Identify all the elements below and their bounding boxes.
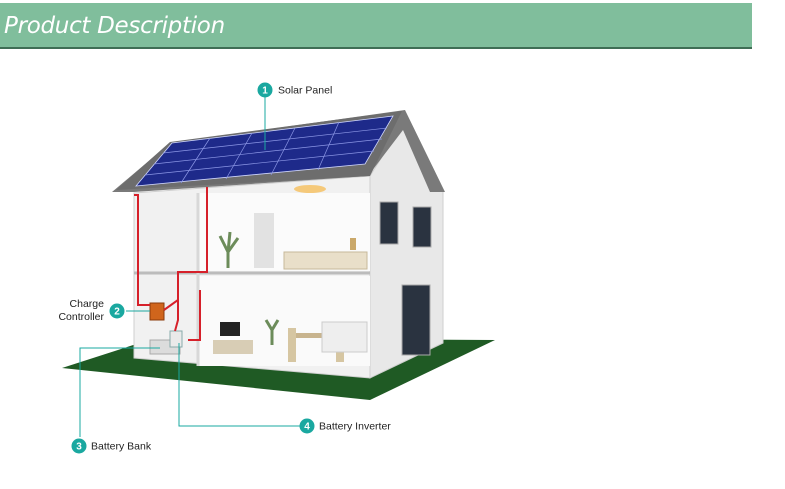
lamp: [350, 238, 356, 250]
callout-3-label: Battery Bank: [91, 441, 152, 453]
callout-lines: [79, 97, 300, 437]
window-lower: [401, 284, 431, 356]
kitchen-counter: [321, 321, 368, 353]
television: [220, 322, 240, 336]
plant-lower: [264, 319, 280, 345]
ceiling-light: [294, 185, 326, 193]
callout-1-label: Solar Panel: [278, 85, 332, 97]
callout-1-number: 1: [262, 86, 268, 97]
dining-chair: [288, 328, 296, 362]
battery-inverter-box: [169, 330, 183, 348]
callout-2-label-line2: Controller: [58, 311, 104, 323]
callout-2-number: 2: [114, 307, 120, 318]
dining-table: [292, 333, 340, 338]
callout-4-number: 4: [304, 422, 310, 433]
callout-1-badge: [257, 82, 273, 98]
bed: [283, 251, 368, 270]
charge-controller-box: [149, 302, 165, 321]
callout-4-label: Battery Inverter: [319, 421, 391, 433]
window-upper-left: [379, 201, 399, 245]
callout-2-badge: [109, 303, 125, 319]
plant-upper: [218, 231, 240, 268]
section-title: Product Description: [4, 13, 225, 39]
wiring: [134, 187, 208, 341]
tv-stand: [213, 340, 253, 354]
solar-panel-array: [135, 115, 394, 187]
window-upper-right: [412, 206, 432, 248]
callout-2-label-line1: Charge: [70, 298, 105, 310]
door-upper: [254, 213, 274, 268]
section-header: Product Description: [0, 3, 752, 49]
callout-4-badge: [299, 418, 315, 434]
callout-3-badge: [71, 438, 87, 454]
solar-panel-grid: [144, 121, 388, 184]
callout-3-number: 3: [76, 442, 82, 453]
